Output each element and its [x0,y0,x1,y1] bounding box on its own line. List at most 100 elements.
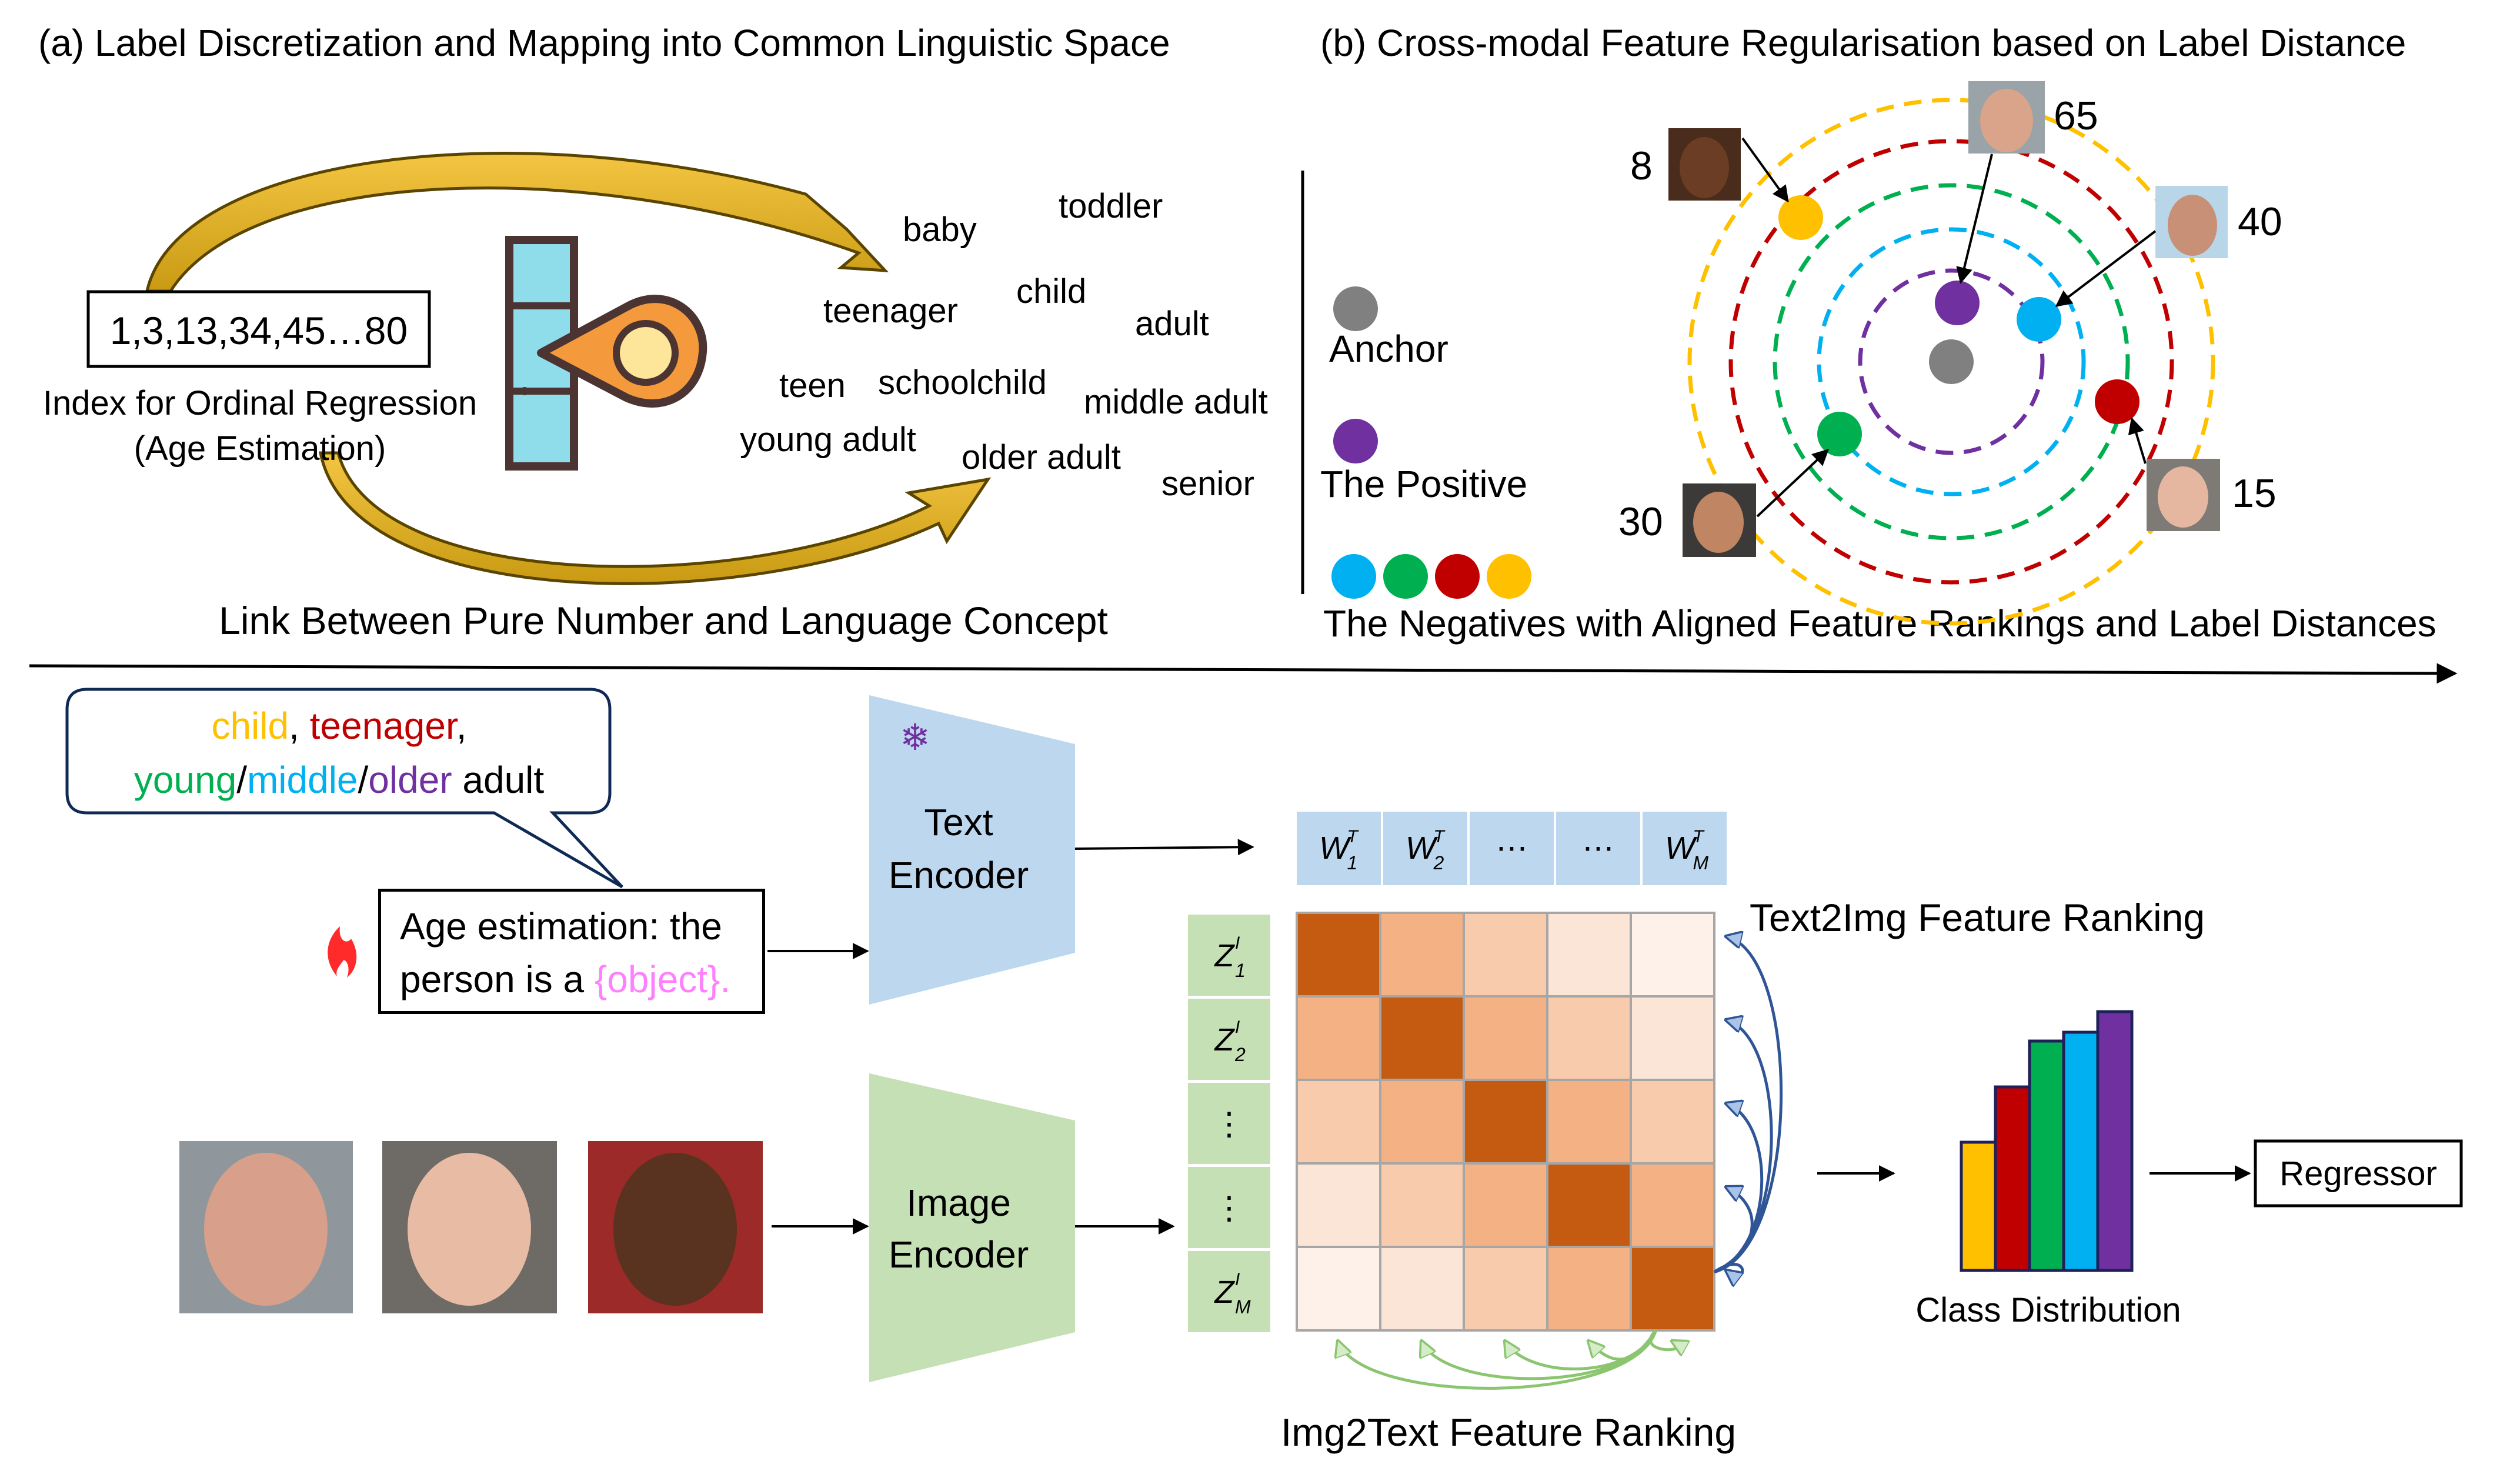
bubble-word-middle: middle [246,759,358,801]
legend-negative-green [1383,554,1428,599]
img2text-label: Img2Text Feature Ranking [1281,1410,1736,1454]
text2img-label: Text2Img Feature Ranking [1750,896,2205,939]
panel-a-title: (a) Label Discretization and Mapping int… [38,22,1170,64]
image-feature-symbol: ⋮ [1213,1190,1245,1226]
legend-negative-red [1435,554,1480,599]
matrix-cell [1296,1162,1381,1248]
matrix-cell [1546,995,1632,1081]
matrix-cell [1379,1162,1465,1248]
image-encoder-block [869,1073,1075,1382]
image-feature-symbol: ⋮ [1213,1106,1245,1142]
legend-negatives-label: The Negatives with Aligned Feature Ranki… [1323,602,2436,645]
bubble-sep: , [289,705,310,747]
flame-icon [328,926,357,978]
word-baby: baby [903,211,977,249]
text2img-arrow [1713,1263,1743,1275]
word-senior: senior [1161,465,1254,503]
text-feature-superscript: T [1347,827,1360,846]
matrix-cell [1296,1246,1381,1332]
matrix-cell [1379,1246,1465,1332]
prompt-object: {object}. [594,958,731,1000]
matrix-cell [1630,1079,1715,1165]
bubble-text: child, teenager, young/middle/older adul… [66,689,612,815]
regressor-label: Regressor [2279,1155,2437,1193]
legend-positive-label: The Positive [1320,463,1527,505]
matrix-cell [1463,1162,1548,1248]
text-feature-symbol: W [1406,830,1438,866]
matrix-cell [1296,1079,1381,1165]
prompt-line-1: Age estimation: the [400,905,722,948]
input-face-1 [179,1141,353,1313]
bubble-sep: , [456,705,467,747]
speech-bubble [65,688,623,889]
index-caption-1: Index for Ordinal Regression [43,384,477,422]
img2text-arrow [1421,1330,1657,1380]
face-thumb-30 [1683,483,1756,557]
matrix-cell [1630,1246,1715,1332]
image-feature-cell [1188,1083,1270,1164]
prompt-box: Age estimation: the person is a {object}… [378,889,765,1014]
legend-negative-blue [1331,554,1376,599]
image-feature-cell [1188,1251,1270,1332]
matrix-cell [1546,912,1632,998]
pipeline-arrows [767,839,2251,1235]
image-feature-superscript: I [1235,1018,1240,1037]
image-feature-subscript: 1 [1235,960,1246,981]
matrix-cell [1296,995,1381,1081]
face-thumb-15 [2147,459,2220,531]
bubble-word-teenager: teenager [309,705,456,747]
matrix-cell [1546,1246,1632,1332]
text-feature-symbol: W [1319,830,1352,866]
matrix-cell [1463,912,1548,998]
img2text-arrow [1649,1329,1678,1350]
matrix-cell [1463,1246,1548,1332]
legend-positive-dot [1333,419,1378,463]
image-feature-cell [1188,915,1270,996]
matrix-cell [1630,995,1715,1081]
bubble-sep: / [358,759,369,801]
image-feature-subscript: 2 [1234,1044,1246,1065]
face-thumb-65 [1968,81,2045,154]
text-encoder-block [869,695,1075,1005]
positive-point [1935,281,1980,325]
text2img-arrow [1713,1187,1754,1273]
text-feature-symbol: ⋯ [1496,830,1528,866]
face-connectors [1741,137,2157,518]
text-feature-symbol: W [1665,830,1698,866]
age-label-8: 8 [1630,144,1653,188]
word-toddler: toddler [1059,187,1163,225]
image-encoder-label-2: Encoder [889,1233,1029,1276]
similarity-matrix [1296,912,1715,1332]
matrix-cell [1546,1079,1632,1165]
prompt-line-2: person is a [400,958,595,1000]
matrix-cell [1379,1079,1465,1165]
class-distribution-bars [1960,1010,2134,1272]
bubble-word-child: child [211,705,289,747]
word-teen: teen [779,366,846,405]
text-feature-cell [1383,812,1467,885]
text-feature-cell [1297,812,1381,885]
negative-point-yellow [1778,195,1823,240]
face-thumb-8 [1668,128,1741,201]
panel-b-title: (b) Cross-modal Feature Regularisation b… [1320,22,2406,64]
word-middle-adult: middle adult [1084,383,1268,421]
image-feature-cell [1188,999,1270,1080]
image-feature-subscript: M [1235,1296,1251,1317]
image-feature-symbol: Z [1214,938,1236,973]
image-feature-superscript: I [1235,933,1240,953]
section-separator [29,663,2458,684]
bubble-sep: / [236,759,247,801]
matrix-cell [1296,912,1381,998]
age-label-40: 40 [2238,199,2282,244]
img2text-arrow [1338,1330,1657,1390]
text-feature-subscript: M [1693,852,1709,873]
negative-point-red [2095,379,2140,424]
input-face-3 [588,1141,763,1313]
snowflake-icon: ❄ [900,718,930,758]
matrix-cell [1463,995,1548,1081]
word-teenager: teenager [823,292,958,330]
face-thumb-40 [2155,186,2228,258]
matrix-cell [1379,995,1465,1081]
